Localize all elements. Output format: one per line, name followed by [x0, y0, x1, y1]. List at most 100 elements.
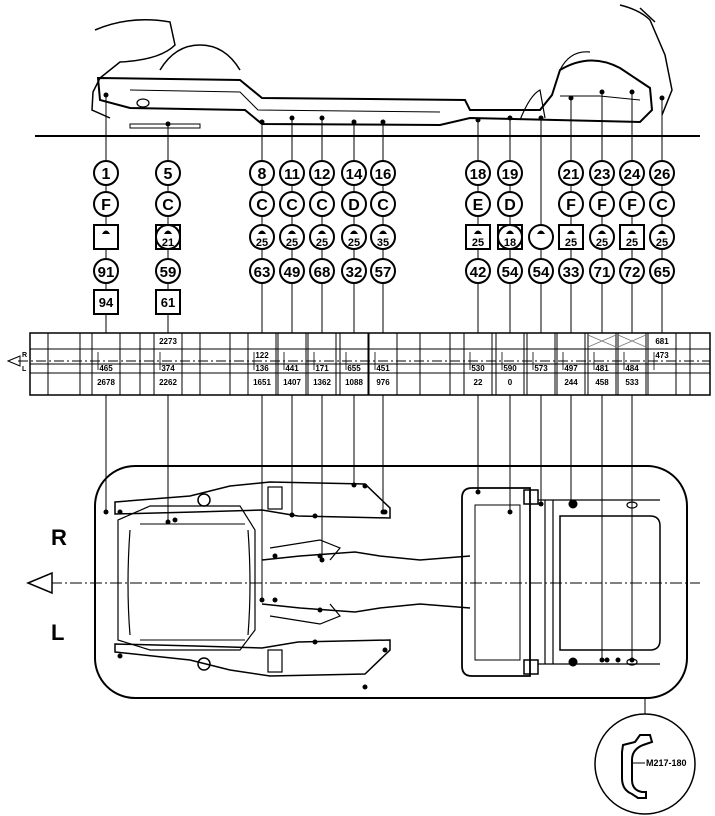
right-offset-value: 473	[655, 351, 669, 360]
thread-size: 42	[470, 264, 487, 281]
bolt-head-icon	[318, 230, 326, 234]
nut-size: 18	[504, 237, 516, 249]
hole-code: E	[473, 197, 484, 214]
callout-number-circle	[279, 160, 305, 186]
thread-size: 33	[563, 264, 580, 281]
left-offset-value: 590	[503, 364, 517, 373]
right-offset-value: 122	[255, 351, 269, 360]
thread-size: 57	[375, 264, 392, 281]
callout-number-circle	[589, 160, 615, 186]
bolt-head-icon	[288, 230, 296, 234]
hole-code-circle	[558, 191, 584, 217]
left-offset-value: 374	[161, 364, 175, 373]
side-view-frame	[35, 4, 700, 137]
left-offset-value: 481	[595, 364, 609, 373]
bolt-head-icon	[658, 230, 666, 234]
bolt-head-icon	[474, 230, 482, 234]
length-value: 1651	[253, 378, 271, 387]
length-value: 22	[474, 378, 483, 387]
hole-code: F	[566, 197, 576, 214]
thread-size: 63	[254, 264, 271, 281]
callout-number-circle	[465, 160, 491, 186]
left-offset-value: 484	[625, 364, 639, 373]
nut-size: 25	[256, 237, 268, 249]
hole-code: C	[377, 197, 389, 214]
length-value: 0	[508, 378, 513, 387]
hole-code: C	[286, 197, 298, 214]
upper-height-value: 2273	[159, 337, 177, 346]
thread-size-circle	[279, 258, 305, 284]
circle-marker-icon	[309, 224, 335, 250]
circle-marker-icon	[279, 224, 305, 250]
thread-size: 71	[594, 264, 611, 281]
hole-code-circle	[370, 191, 396, 217]
left-offset-value: 441	[285, 364, 299, 373]
hole-code: C	[162, 197, 174, 214]
thread-size-circle	[589, 258, 615, 284]
hole-code-circle	[465, 191, 491, 217]
callout-number-circle	[558, 160, 584, 186]
length-value: 1407	[283, 378, 301, 387]
front-direction-arrow-icon	[26, 571, 53, 595]
circle-marker-icon	[370, 224, 396, 250]
length-value: 244	[564, 378, 578, 387]
thread-size-circle	[649, 258, 675, 284]
left-offset-value: 465	[99, 364, 113, 373]
nut-size: 25	[656, 237, 668, 249]
left-offset-value: 136	[255, 364, 269, 373]
thread-size: 32	[346, 264, 363, 281]
thread-size-circle	[528, 258, 554, 284]
callout-number: 8	[258, 166, 267, 183]
length-value: 2262	[159, 378, 177, 387]
callout-number-circle	[649, 160, 675, 186]
nut-size: 25	[626, 237, 638, 249]
table-cells: 4652678227337422621221361651441140717113…	[97, 337, 669, 387]
thread-size-circle	[558, 258, 584, 284]
callout-number: 18	[470, 166, 487, 183]
thread-size-circle	[309, 258, 335, 284]
square-marker-icon	[93, 224, 119, 250]
callout-number: 16	[375, 166, 392, 183]
bolt-head-icon	[628, 230, 636, 234]
callout-column: 54	[528, 115, 554, 333]
nut-size: 25	[596, 237, 608, 249]
length-value: 458	[595, 378, 609, 387]
foot-box	[155, 289, 181, 315]
tool-label: M217-180	[646, 758, 687, 768]
bolt-head-icon	[164, 230, 172, 234]
thread-size-circle	[155, 258, 181, 284]
thread-size-circle	[465, 258, 491, 284]
bolt-head-icon	[598, 230, 606, 234]
circle-marker-icon	[649, 224, 675, 250]
callout-number: 19	[502, 166, 519, 183]
thread-size-circle	[249, 258, 275, 284]
foot-box	[93, 289, 119, 315]
hole-code-circle	[341, 191, 367, 217]
callout-columns: 1F91945C2159618C256311C254912C256814D253…	[93, 89, 675, 333]
left-side-label: L	[51, 620, 64, 645]
plan-view	[26, 465, 700, 699]
hole-code: D	[348, 197, 360, 214]
hole-code-circle	[619, 191, 645, 217]
circle-marker-icon	[249, 224, 275, 250]
callout-number-circle	[619, 160, 645, 186]
hole-code-circle	[309, 191, 335, 217]
table-arrow	[6, 355, 21, 367]
right-side-label: R	[51, 525, 67, 550]
thread-size: 54	[533, 264, 550, 281]
callout-number: 1	[102, 166, 111, 183]
hole-code: C	[656, 197, 668, 214]
length-value: 2678	[97, 378, 115, 387]
length-value: 1088	[345, 378, 363, 387]
hole-code: D	[504, 197, 516, 214]
callout-number-circle	[370, 160, 396, 186]
